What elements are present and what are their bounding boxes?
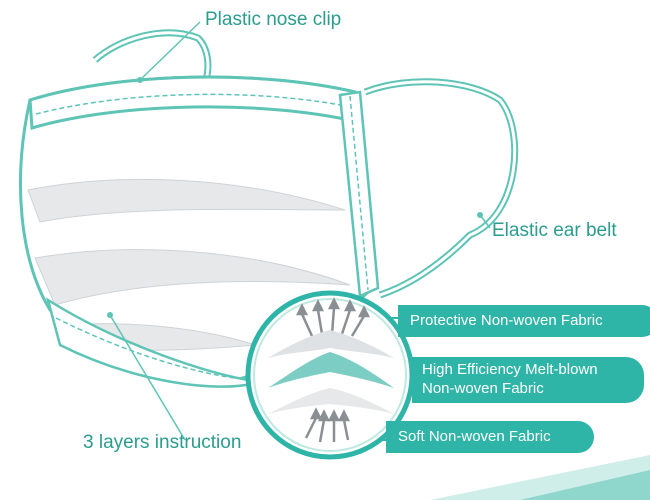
layers-label: 3 layers instruction: [83, 432, 242, 453]
meltblown-layer-pill: High Efficiency Melt-blown Non-woven Fab…: [412, 357, 644, 403]
layers-magnifier: [245, 290, 415, 460]
soft-layer-label: Soft Non-woven Fabric: [398, 427, 551, 445]
top-ear-loop: [92, 29, 212, 81]
protective-layer-label: Protective Non-woven Fabric: [410, 311, 603, 329]
corner-decoration: [430, 455, 650, 500]
nose-clip-leader: [139, 21, 201, 81]
soft-layer-pill: Soft Non-woven Fabric: [386, 421, 594, 453]
meltblown-layer-shape: [268, 352, 394, 388]
pleat-1: [27, 178, 346, 223]
ear-belt-label: Elastic ear belt: [492, 220, 617, 241]
meltblown-layer-label-line1: High Efficiency Melt-blown: [422, 361, 598, 379]
soft-layer-shape: [268, 388, 394, 414]
protective-layer-shape: [268, 330, 394, 358]
nose-clip-label: Plastic nose clip: [205, 9, 342, 30]
layers-leader: [109, 314, 186, 441]
meltblown-layer-label-line2: Non-woven Fabric: [422, 380, 544, 397]
pleat-2: [34, 249, 351, 306]
protective-layer-pill: Protective Non-woven Fabric: [398, 305, 650, 337]
